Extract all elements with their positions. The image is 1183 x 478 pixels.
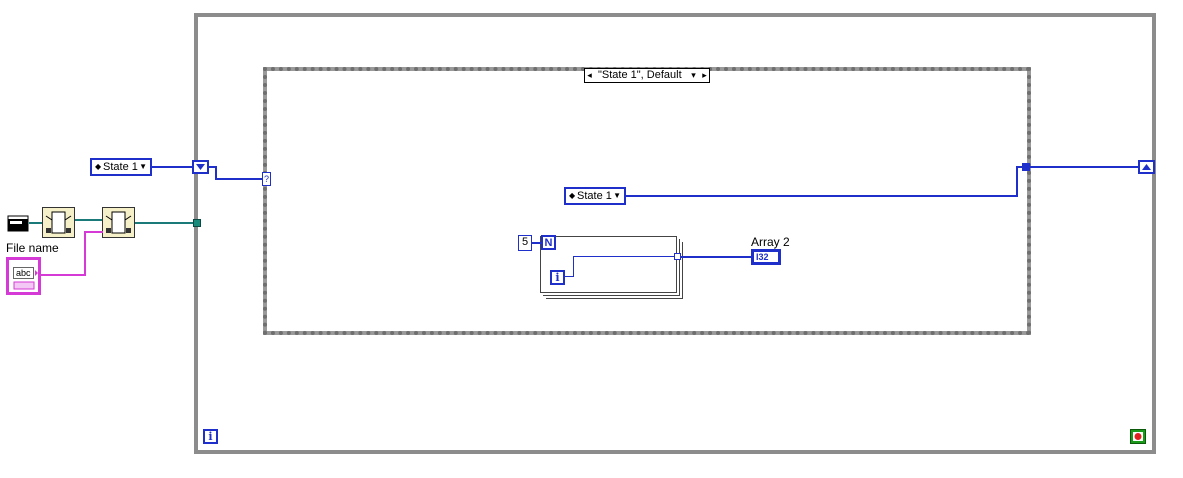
file-name-label: File name [6, 241, 59, 255]
wire [215, 166, 217, 180]
loop-count-constant[interactable]: 5 [518, 235, 532, 251]
up-down-icon: ◆ [569, 191, 576, 200]
wire [626, 195, 1018, 197]
iteration-terminal-label: i [555, 271, 560, 284]
tunnel-icon [674, 253, 681, 260]
wire [75, 219, 102, 221]
dropdown-icon: ▼ [613, 191, 621, 200]
enum-inner-value: State 1 [577, 190, 612, 202]
wire [209, 166, 216, 168]
folder-icon-svg [7, 215, 29, 232]
wire [565, 276, 574, 277]
dropdown-icon[interactable]: ▾ [691, 70, 696, 80]
wire [532, 242, 541, 244]
count-terminal[interactable]: N [541, 235, 556, 250]
wire [215, 178, 263, 180]
prev-case-icon[interactable]: ◂ [587, 70, 592, 80]
folder-icon[interactable] [7, 213, 29, 233]
file-name-control[interactable]: abc [6, 257, 41, 295]
file-control-type: abc [13, 267, 34, 279]
shift-register-up-icon [1142, 164, 1151, 170]
next-case-icon[interactable]: ▸ [702, 70, 707, 80]
count-terminal-label: N [544, 237, 553, 249]
loop-count-value: 5 [521, 236, 529, 248]
case-selector[interactable]: ◂ "State 1", Default ▾ ▸ [584, 68, 710, 83]
iteration-terminal[interactable]: i [550, 270, 565, 285]
dropdown-icon: ▼ [139, 162, 147, 171]
while-iteration-label: i [208, 430, 213, 443]
wire [681, 256, 751, 258]
wire [1016, 166, 1018, 197]
case-structure[interactable] [263, 67, 1031, 335]
subvi-icon[interactable] [42, 207, 75, 238]
wire [29, 222, 42, 224]
enum-constant-inner[interactable]: ◆ State 1 ▼ [564, 187, 626, 205]
enum-constant-outer[interactable]: ◆ State 1 ▼ [90, 158, 152, 176]
for-loop[interactable] [540, 236, 677, 293]
wire [152, 166, 193, 168]
wire [573, 256, 674, 257]
enum-outer-value: State 1 [103, 161, 138, 173]
wire [41, 274, 85, 276]
wire [1030, 166, 1138, 168]
while-iteration-terminal[interactable]: i [203, 429, 218, 444]
subvi-graphic [45, 211, 72, 234]
wire [84, 231, 86, 276]
tunnel-icon [193, 219, 201, 227]
shift-register-left[interactable] [192, 160, 209, 174]
wire [84, 231, 103, 233]
tunnel-icon [1022, 163, 1030, 171]
wire [573, 256, 574, 277]
array-indicator[interactable]: I32 [751, 249, 781, 265]
shift-register-right[interactable] [1138, 160, 1155, 174]
up-down-icon: ◆ [95, 162, 102, 171]
case-selector-label: "State 1", Default [598, 69, 682, 81]
wire [135, 222, 193, 224]
array-type-label: I32 [756, 252, 769, 262]
control-arrow-icon [13, 270, 38, 290]
array-indicator-label: Array 2 [751, 235, 790, 249]
stop-icon-graphic [1133, 432, 1143, 441]
subvi-icon[interactable] [102, 207, 135, 238]
subvi-graphic [105, 211, 132, 234]
shift-register-down-icon [196, 164, 205, 170]
wire [1016, 166, 1023, 168]
stop-icon[interactable] [1130, 429, 1146, 444]
while-loop[interactable] [194, 13, 1156, 454]
case-selector-terminal[interactable]: ? [262, 172, 271, 186]
